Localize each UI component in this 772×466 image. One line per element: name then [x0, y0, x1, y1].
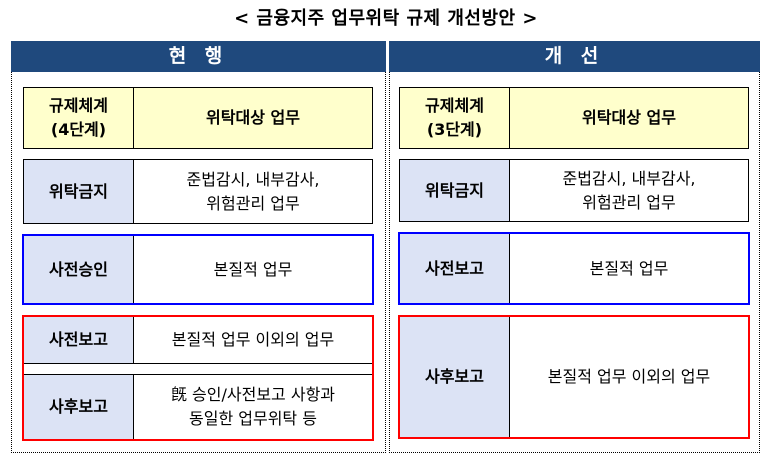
description-cell: 본질적 업무	[213, 259, 293, 279]
category-label: 사전보고	[400, 234, 510, 303]
improved-table-header: 규제체계 (3단계) 위탁대상 업무	[399, 87, 749, 149]
diagram-title: < 금융지주 업무위탁 규제 개선방안 >	[234, 8, 538, 29]
improved-col1-header: 규제체계 (3단계)	[400, 88, 510, 148]
category-label: 사후보고	[400, 317, 510, 437]
description-cell: 본질적 업무 이외의 업무	[171, 330, 335, 349]
category-label: 위탁금지	[24, 160, 134, 223]
category-label: 사전보고	[24, 317, 134, 363]
category-label: 사전승인	[24, 236, 134, 303]
current-row-prior-report: 사전보고 본질적 업무 이외의 업무	[24, 317, 372, 363]
improved-panel: 개 선	[389, 41, 760, 453]
current-report-group: 사전보고 본질적 업무 이외의 업무 사후보고 旣 승인/사전보고 사항과 동일…	[22, 315, 374, 441]
current-col1-header: 규제체계 (4단계)	[24, 88, 134, 148]
improved-col2-header: 위탁대상 업무	[510, 88, 748, 148]
description-cell: 준법감시, 내부감사, 위험관리 업무	[186, 169, 320, 213]
row-gap	[24, 363, 372, 375]
current-row-prior-approval: 사전승인 본질적 업무	[22, 234, 374, 305]
category-label: 사후보고	[24, 375, 134, 439]
current-table-header: 규제체계 (4단계) 위탁대상 업무	[23, 87, 373, 149]
improved-panel-header: 개 선	[389, 41, 760, 72]
description-cell: 본질적 업무 이외의 업무	[547, 367, 711, 386]
description-cell: 旣 승인/사전보고 사항과 동일한 업무위탁 등	[170, 385, 336, 428]
improved-row-prohibited: 위탁금지 준법감시, 내부감사, 위험관리 업무	[399, 159, 749, 222]
description-cell: 본질적 업무	[589, 258, 669, 278]
category-label: 위탁금지	[400, 160, 510, 221]
current-row-post-report: 사후보고 旣 승인/사전보고 사항과 동일한 업무위탁 등	[24, 375, 372, 439]
current-panel-header: 현 행	[11, 41, 386, 72]
improved-row-post-report: 사후보고 본질적 업무 이외의 업무	[398, 315, 750, 439]
current-row-prohibited: 위탁금지 준법감시, 내부감사, 위험관리 업무	[23, 159, 373, 224]
description-cell: 준법감시, 내부감사, 위험관리 업무	[562, 168, 696, 212]
improved-row-prior-report: 사전보고 본질적 업무	[398, 232, 750, 305]
current-panel: 현 행	[11, 41, 386, 453]
current-col2-header: 위탁대상 업무	[134, 88, 372, 148]
